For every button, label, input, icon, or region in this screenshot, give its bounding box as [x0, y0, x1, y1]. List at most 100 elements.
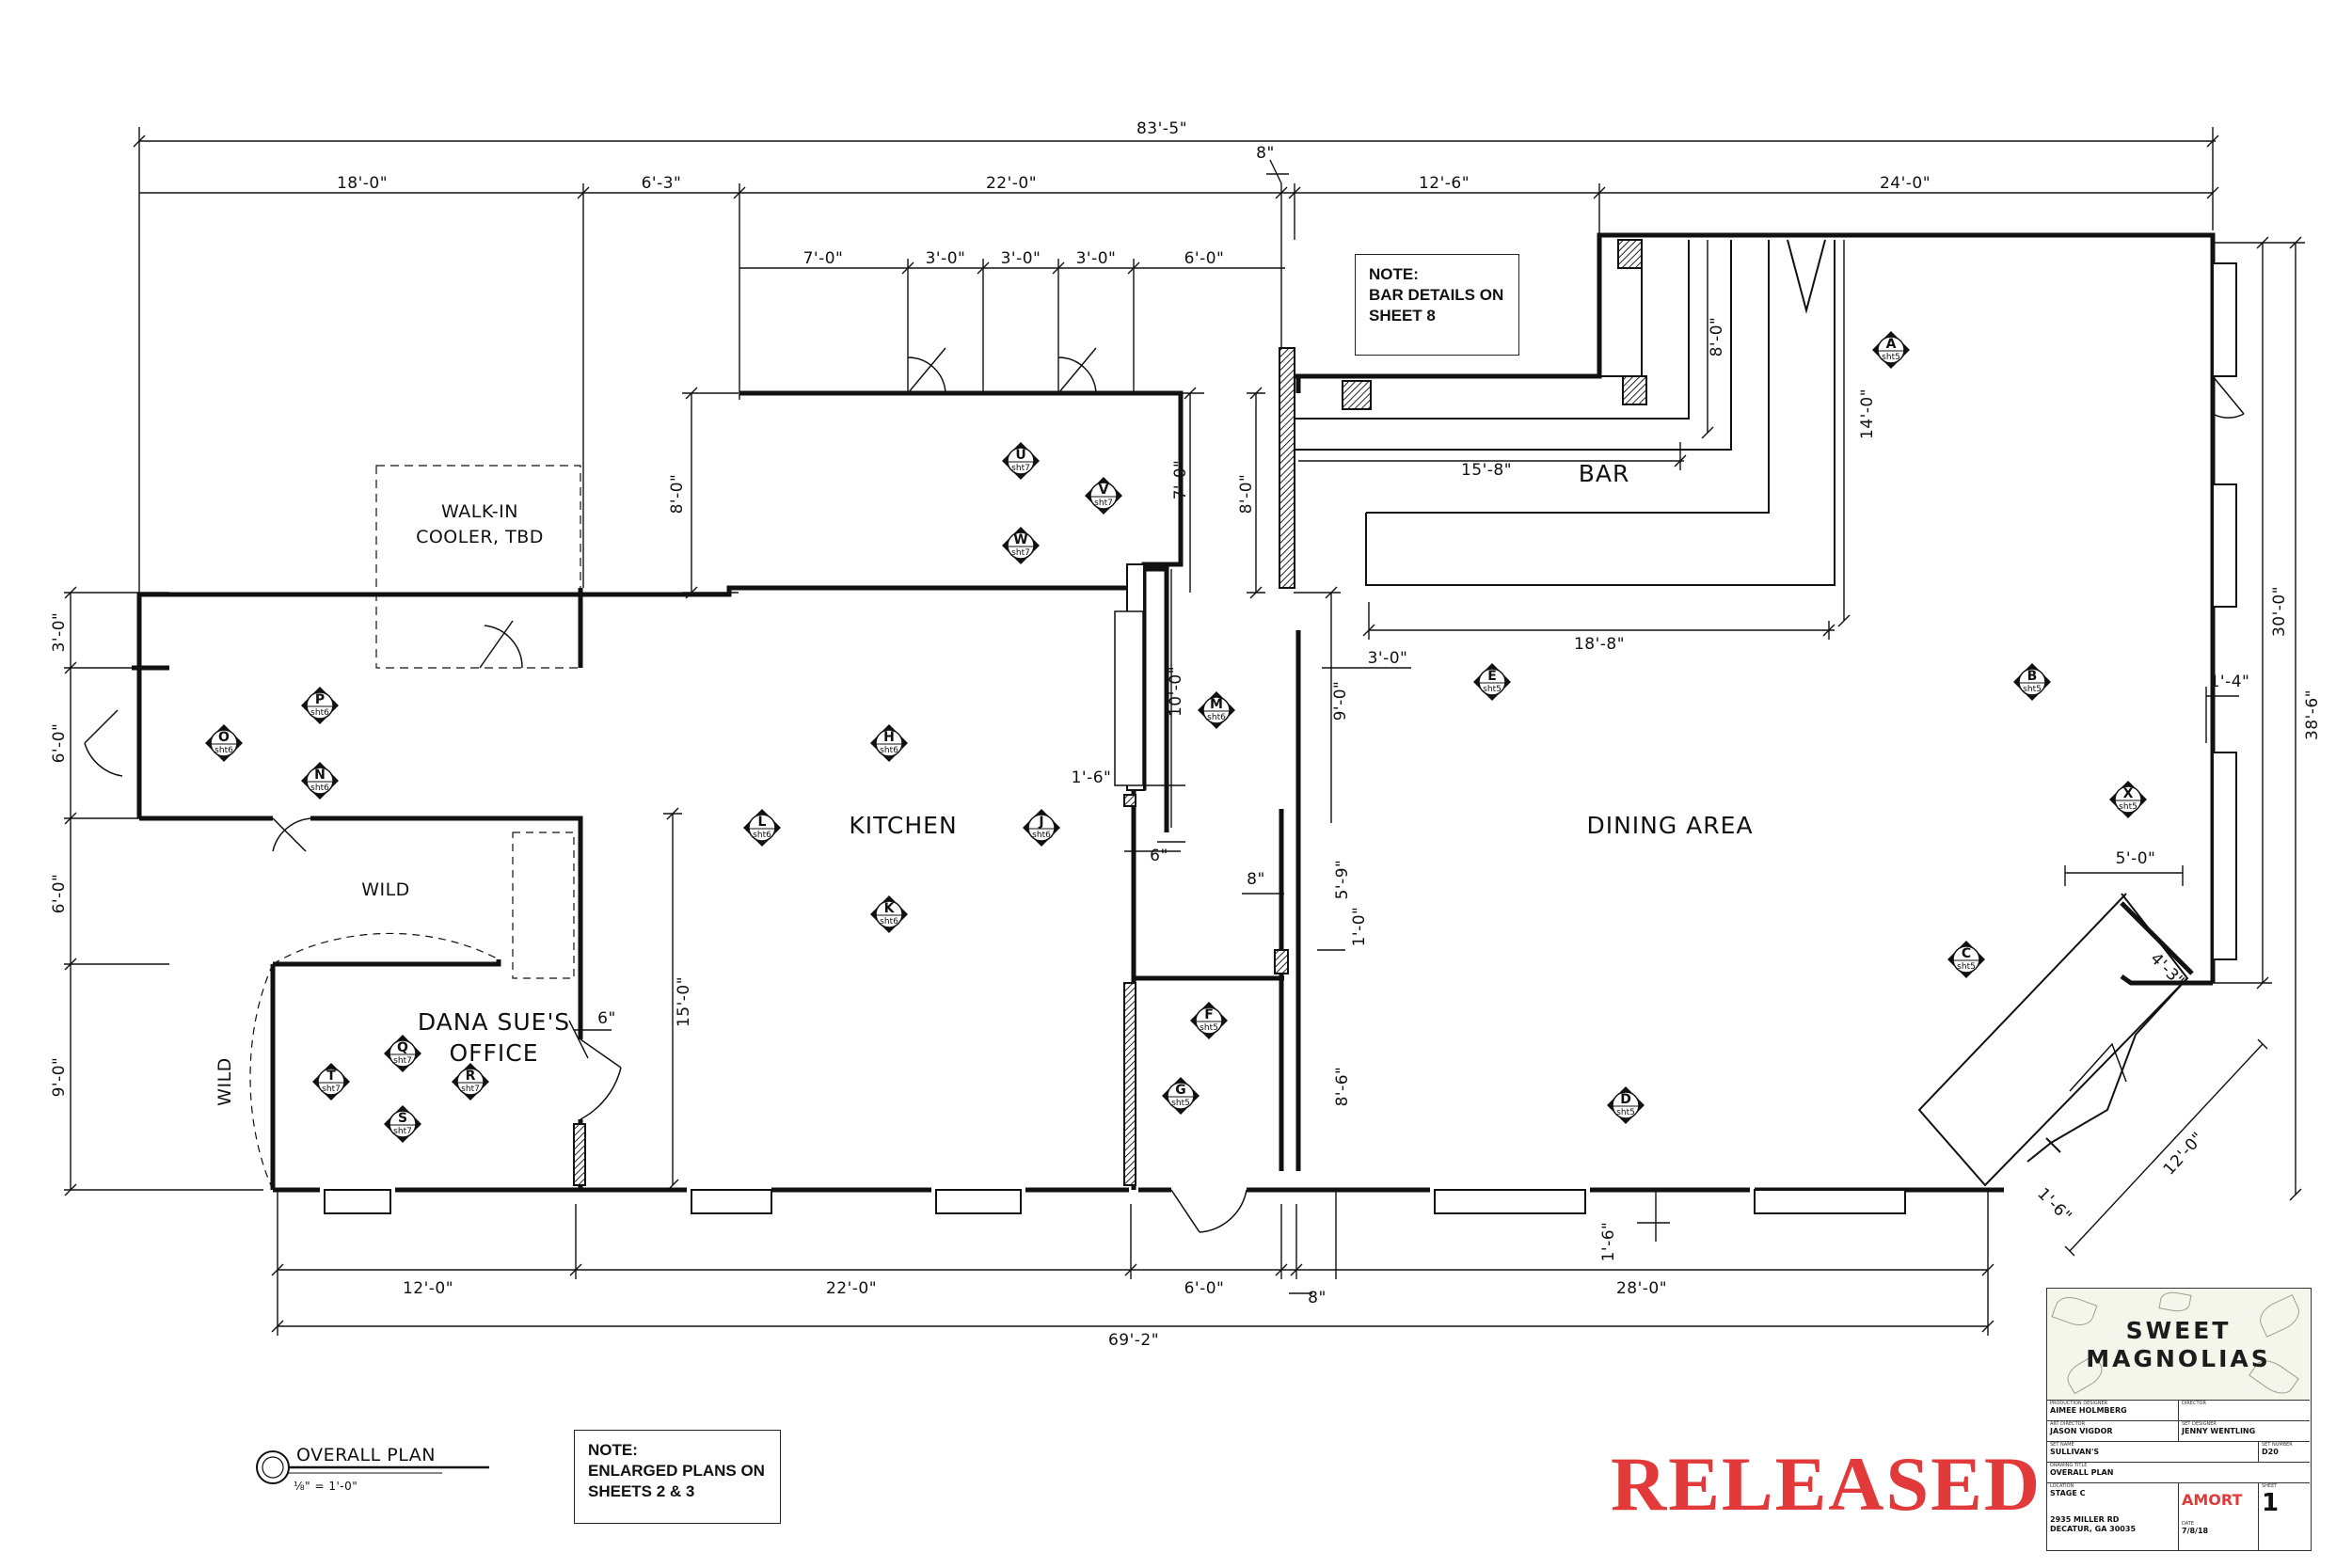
marker-circle	[1952, 945, 1980, 974]
room-wild-top: WILD	[361, 879, 410, 900]
marker-letter: W	[1013, 532, 1027, 547]
set-designer: JENNY WENTLING	[2182, 1427, 2256, 1435]
date-caption: DATE	[2182, 1521, 2195, 1527]
dim-bottom-1-6: 1'-6"	[1599, 1222, 1618, 1262]
dim-sub-3a: 3'-0"	[926, 249, 966, 268]
windows	[324, 262, 2237, 1214]
dim-corner-5: 5'-0"	[2116, 849, 2156, 868]
room-office-line2: OFFICE	[449, 1039, 538, 1067]
dim-left-6a: 6'-0"	[50, 723, 69, 764]
dim-right-38-6: 38'-6"	[2303, 689, 2322, 740]
marker-circle	[306, 691, 334, 720]
enlarged-note-line1: NOTE:	[588, 1441, 638, 1459]
marker-letter: J	[1038, 815, 1043, 830]
marker-letter: U	[1015, 448, 1025, 463]
marker-sheet: sht5	[1957, 962, 1976, 972]
marker-letter: Q	[397, 1040, 408, 1055]
dim-sub-3c: 3'-0"	[1076, 249, 1117, 268]
marker-circle	[1007, 447, 1035, 475]
dim-left-9: 9'-0"	[50, 1057, 69, 1098]
marker-circle	[1027, 814, 1056, 842]
marker-letter: D	[1620, 1092, 1631, 1107]
room-cooler-line2: COOLER, TBD	[416, 527, 544, 547]
marker-letter: F	[1204, 1007, 1214, 1022]
room-bar: BAR	[1579, 460, 1630, 487]
drawing-title-caption: DRAWING TITLE	[2050, 1463, 2088, 1468]
title-block: SWEET MAGNOLIAS PRODUCTION DESIGNER AIME…	[2046, 1288, 2312, 1551]
dimension-labels: 83'-5" 18'-0" 6'-3" 22'-0" 8" 12'-6" 24'…	[50, 119, 2322, 1350]
dim-sub-6: 6'-0"	[1184, 249, 1225, 268]
room-cooler-line1: WALK-IN	[441, 501, 518, 522]
marker-circle	[389, 1110, 417, 1138]
company-logo: AMORT	[2182, 1491, 2243, 1509]
marker-sheet: sht6	[1207, 713, 1226, 722]
sheet-caption: SHEET	[2262, 1483, 2278, 1489]
art-director-caption: ART DIRECTOR	[2050, 1421, 2086, 1427]
marker-circle	[1167, 1082, 1195, 1110]
marker-sheet: sht5	[2023, 685, 2042, 694]
marker-circle	[748, 814, 776, 842]
dim-bar-15-8: 15'-8"	[1461, 461, 1512, 480]
marker-letter: R	[466, 1069, 476, 1084]
dim-bottom-8: 8"	[1308, 1289, 1327, 1307]
marker-circle	[1089, 482, 1118, 510]
address-line2: DECATUR, GA 30035	[2050, 1525, 2137, 1533]
dim-top-8: 8"	[1256, 144, 1275, 163]
marker-letter: K	[884, 901, 896, 916]
bar-counter	[1295, 239, 1836, 586]
marker-sheet: sht5	[1882, 353, 1900, 362]
legend-symbol: OVERALL PLAN ⅛" = 1'-0"	[256, 1445, 489, 1493]
office-cabinet-outline	[512, 832, 575, 979]
enlarged-plans-note: NOTE: ENLARGED PLANS ON SHEETS 2 & 3	[574, 1430, 781, 1524]
dim-mid-8: 8"	[1247, 870, 1265, 889]
marker-circle	[389, 1039, 417, 1068]
dim-top-6-3: 6'-3"	[642, 174, 682, 193]
production-designer-caption: PRODUCTION DESIGNER	[2050, 1401, 2108, 1406]
marker-letter: O	[218, 730, 230, 745]
marker-circle	[875, 729, 903, 757]
set-number-caption: SET NUMBER	[2262, 1442, 2293, 1448]
dim-bar-18-8: 18'-8"	[1574, 635, 1625, 654]
marker-letter: C	[1962, 946, 1971, 961]
marker-circle	[210, 729, 238, 757]
dim-overall-bottom: 69'-2"	[1108, 1331, 1159, 1350]
location: STAGE C	[2050, 1489, 2086, 1497]
set-designer-caption: SET DESIGNER	[2182, 1421, 2217, 1427]
marker-circle	[2018, 668, 2046, 696]
marker-letter: V	[1099, 483, 1109, 498]
marker-letter: N	[314, 768, 326, 783]
marker-sheet: sht6	[880, 917, 898, 927]
logo-line2: MAGNOLIAS	[2086, 1345, 2271, 1372]
marker-letter: E	[1487, 669, 1497, 684]
marker-circle	[1612, 1091, 1640, 1119]
dim-bottom-6: 6'-0"	[1184, 1279, 1225, 1298]
marker-sheet: sht5	[1171, 1099, 1190, 1108]
dim-right-1-4: 1'-4"	[2210, 673, 2250, 691]
dim-mid-10: 10'-0"	[1167, 666, 1185, 717]
marker-circle	[317, 1068, 345, 1096]
doors	[84, 347, 2245, 1233]
released-stamp: RELEASED	[1611, 1441, 2042, 1527]
marker-sheet: sht6	[880, 746, 898, 755]
marker-sheet: sht7	[322, 1085, 341, 1094]
dim-sub-7: 7'-0"	[803, 249, 844, 268]
dim-office-6: 6"	[597, 1009, 616, 1028]
elevation-markers: Asht5Bsht5Csht5Dsht5Esht5Fsht5Gsht5Hsht6…	[205, 331, 2147, 1143]
legend-scale: ⅛" = 1'-0"	[294, 1480, 358, 1493]
marker-sheet: sht7	[1094, 499, 1113, 508]
dim-bottom-12: 12'-0"	[403, 1279, 453, 1298]
marker-circle	[1202, 696, 1231, 724]
marker-circle	[306, 767, 334, 795]
marker-letter: A	[1886, 337, 1897, 352]
legend-title: OVERALL PLAN	[296, 1445, 436, 1465]
dim-left-3: 3'-0"	[50, 612, 69, 653]
dim-mid-1-6: 1'-6"	[1072, 768, 1112, 787]
